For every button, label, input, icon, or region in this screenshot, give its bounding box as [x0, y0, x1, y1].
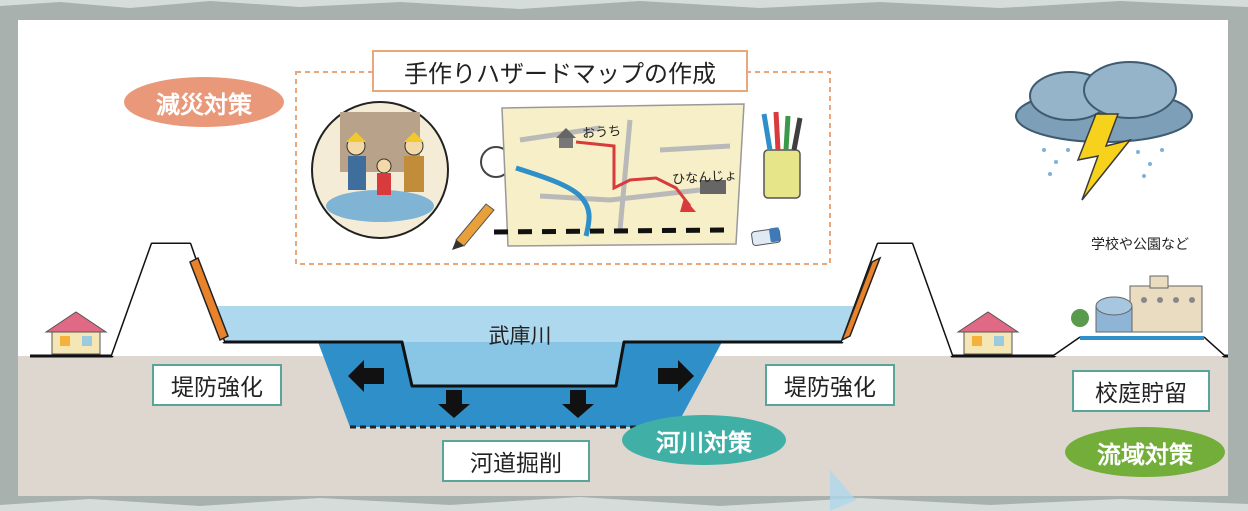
basin-measures-label: 流域対策: [1065, 427, 1225, 477]
levee-reinforcement-left: [189, 256, 229, 342]
house-icon: [44, 311, 108, 355]
arrow-down-icon: [438, 390, 470, 418]
river-name-label: 武庫川: [488, 324, 552, 348]
arrow-down-icon: [562, 390, 594, 418]
school-building-icon: [1071, 275, 1203, 333]
light-beam: [830, 470, 856, 511]
river-measures-label: 河川対策: [622, 415, 786, 465]
house-icon: [956, 311, 1020, 355]
pencil-cup-icon: [761, 111, 803, 199]
levee-reinforcement-right: [840, 256, 882, 342]
levee-reinforcement-left-label: 堤防強化: [152, 364, 282, 406]
school-platform: [1054, 338, 1224, 356]
hand-drawn-map: [493, 103, 745, 247]
arrow-right-icon: [658, 360, 694, 392]
school-park-label: 学校や公園など: [1091, 237, 1189, 253]
pencil-icon: [452, 203, 495, 250]
storm-cloud-icon: [1015, 61, 1193, 201]
river-deep-water: [402, 342, 624, 386]
hazard-map-frame: [295, 71, 831, 265]
map-home-label: おうち: [581, 123, 622, 142]
schoolyard-storage-label: 校庭貯留: [1072, 370, 1210, 412]
levee-reinforcement-right-label: 堤防強化: [765, 364, 895, 406]
eraser-icon: [751, 227, 781, 246]
frame-texture-bottom: [0, 497, 1248, 511]
evacuation-family-icon: [311, 101, 449, 239]
channel-excavation-label: 河道掘削: [442, 440, 590, 482]
disaster-mitigation-label: 減災対策: [124, 77, 284, 127]
hazard-map-title: 手作りハザードマップの作成: [372, 50, 748, 92]
frame-texture-top: [0, 0, 1248, 9]
arrow-left-icon: [348, 360, 384, 392]
